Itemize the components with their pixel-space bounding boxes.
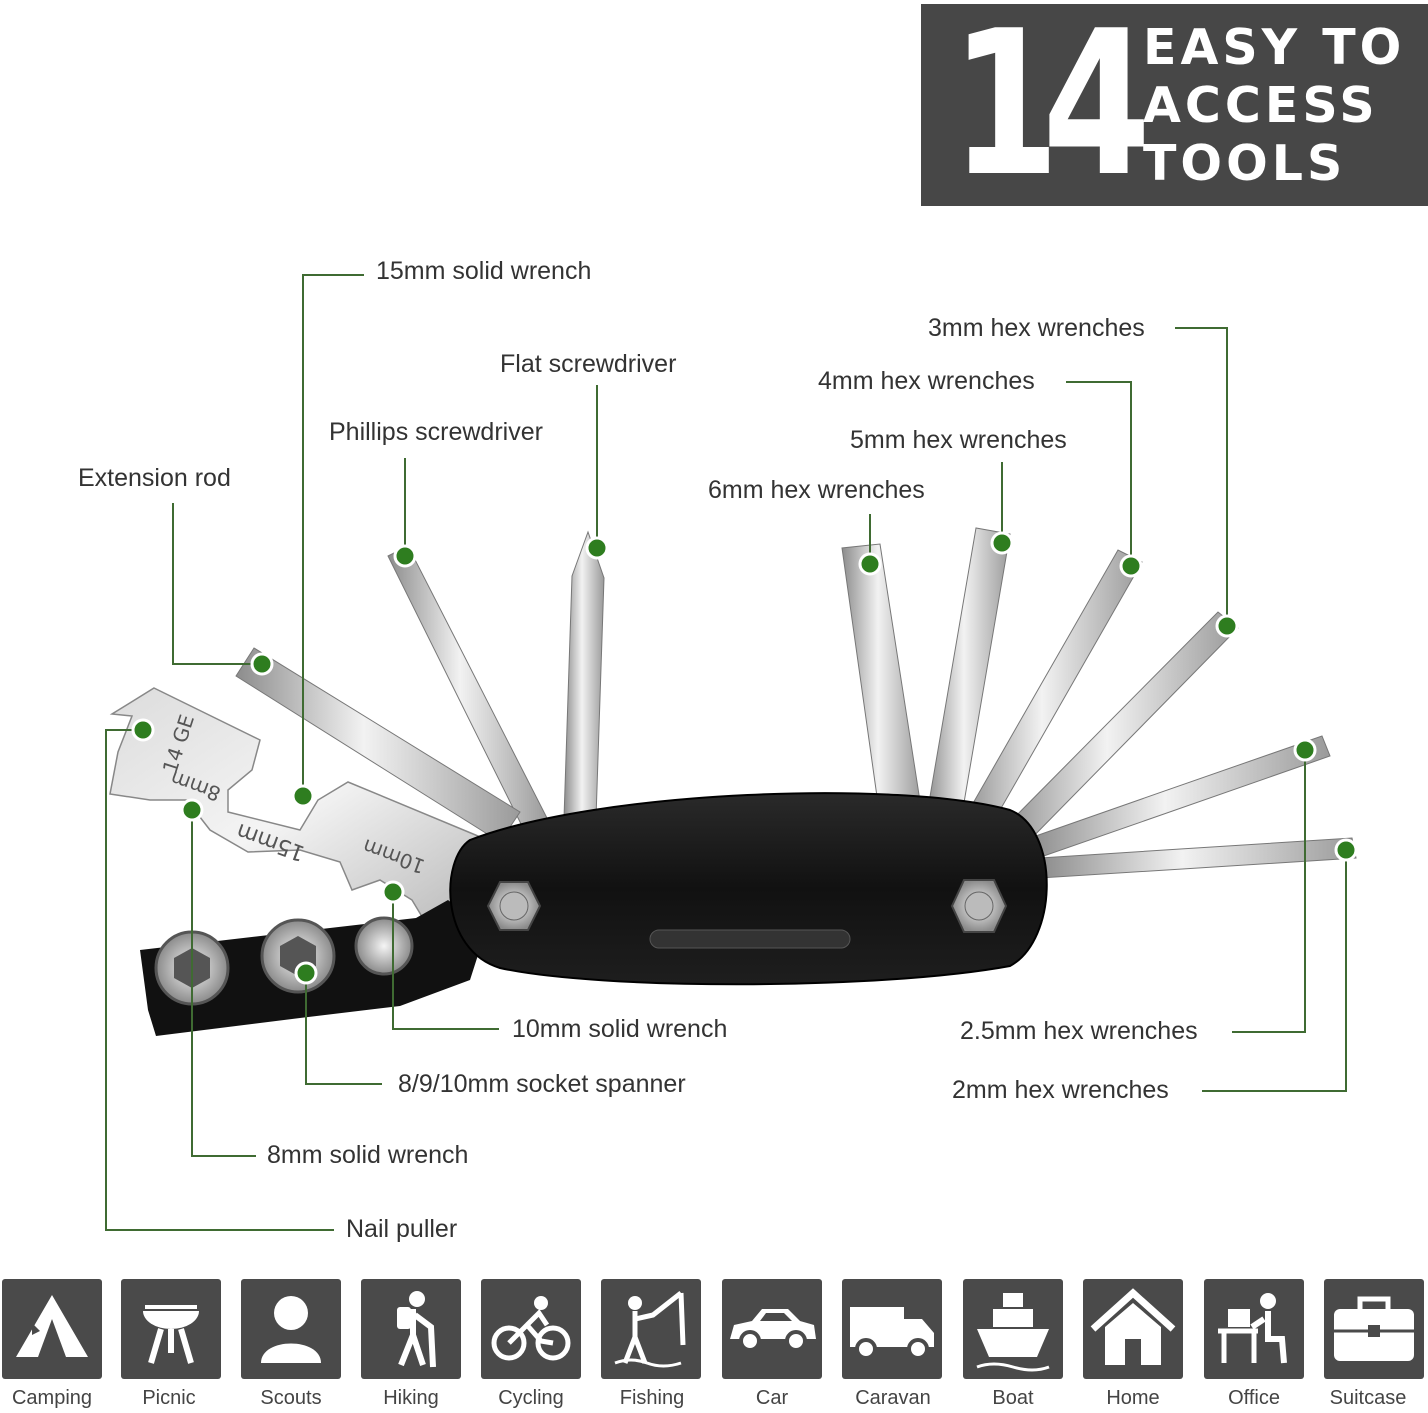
use-tile-camping: [2, 1279, 102, 1379]
fisherman-icon: [614, 1291, 686, 1368]
bolt-right: [950, 879, 1008, 933]
tool-body: [449, 792, 1048, 986]
label-2mm-hex: 2mm hex wrenches: [952, 1076, 1169, 1104]
use-label-fishing: Fishing: [619, 1387, 685, 1409]
use-label-camping: Camping: [11, 1387, 93, 1409]
use-tile-cycling: [481, 1279, 581, 1379]
dot-8mm: [180, 798, 204, 822]
tent-icon: [16, 1295, 88, 1357]
dot-extension: [250, 652, 274, 676]
tool-count: 14: [951, 0, 1151, 221]
dot-socket: [294, 961, 318, 985]
car-icon: [730, 1309, 816, 1352]
hex-key-6mm: [841, 543, 923, 819]
use-label-hiking: Hiking: [383, 1387, 439, 1409]
label-flat-screwdriver: Flat screwdriver: [500, 350, 677, 378]
label-2-5mm-hex: 2.5mm hex wrenches: [960, 1017, 1198, 1045]
extension-rod: [235, 647, 521, 843]
label-6mm-hex: 6mm hex wrenches: [708, 476, 925, 504]
dot-hex2: [1334, 838, 1358, 862]
leader-extension: [172, 503, 262, 665]
use-label-scouts: Scouts: [260, 1387, 322, 1409]
label-phillips-screwdriver: Phillips screwdriver: [329, 418, 543, 446]
use-tile-home: [1083, 1279, 1183, 1379]
label-4mm-hex: 4mm hex wrenches: [818, 367, 1035, 395]
office-worker-icon: [1218, 1293, 1287, 1364]
leader-10mm: [392, 892, 499, 1030]
dot-hex4: [1119, 554, 1143, 578]
use-label-picnic: Picnic: [142, 1387, 196, 1409]
leader-hex25: [1232, 750, 1306, 1033]
leader-socket: [305, 973, 382, 1085]
leader-hex3: [1175, 327, 1228, 626]
leader-15mm: [302, 274, 364, 796]
hiker-icon: [397, 1291, 436, 1368]
use-tile-fishing: [601, 1279, 701, 1379]
use-tile-caravan: [842, 1279, 942, 1379]
use-label-boat: Boat: [992, 1387, 1034, 1409]
grill-icon: [143, 1305, 199, 1364]
person-icon: [261, 1296, 321, 1363]
boat-icon: [976, 1293, 1050, 1372]
headline-line-1: EASY TO: [1143, 19, 1406, 76]
label-socket-spanner: 8/9/10mm socket spanner: [398, 1070, 686, 1098]
use-label-home: Home: [1106, 1387, 1160, 1409]
cyclist-icon: [491, 1296, 571, 1361]
dot-flat: [585, 536, 609, 560]
label-15mm-solid-wrench: 15mm solid wrench: [376, 257, 592, 285]
house-icon: [1090, 1288, 1176, 1365]
body-slot: [649, 929, 851, 949]
headline-banner: 14 EASY TO ACCESS TOOLS: [921, 4, 1428, 206]
dot-hex25: [1293, 738, 1317, 762]
label-5mm-hex: 5mm hex wrenches: [850, 426, 1067, 454]
bolt-left: [486, 881, 542, 931]
use-tile-suitcase: [1324, 1279, 1424, 1379]
van-icon: [850, 1307, 934, 1360]
use-tile-picnic: [121, 1279, 221, 1379]
use-tile-boat: [963, 1279, 1063, 1379]
leader-lines: [105, 274, 1347, 1231]
hex-key-2mm: [1039, 837, 1357, 879]
multitool-illustration: 14 GE 8mm 15mm 10mm: [105, 274, 1358, 1231]
label-8mm-solid-wrench: 8mm solid wrench: [267, 1141, 469, 1169]
label-10mm-solid-wrench: 10mm solid wrench: [512, 1015, 728, 1043]
dot-10mm: [381, 880, 405, 904]
dot-phillips: [393, 544, 417, 568]
label-extension-rod: Extension rod: [78, 464, 231, 492]
dot-hex3: [1215, 614, 1239, 638]
use-tile-scouts: [241, 1279, 341, 1379]
use-label-caravan: Caravan: [855, 1387, 931, 1409]
leader-nail: [105, 729, 334, 1231]
use-label-office: Office: [1228, 1387, 1280, 1409]
use-label-suitcase: Suitcase: [1329, 1387, 1407, 1409]
suitcase-icon: [1334, 1296, 1414, 1361]
label-nail-puller: Nail puller: [346, 1215, 458, 1243]
headline-line-2: ACCESS: [1143, 77, 1379, 134]
use-tile-car: [722, 1279, 822, 1379]
dot-hex6: [858, 552, 882, 576]
leader-hex4: [1066, 381, 1132, 566]
flat-screwdriver: [563, 530, 605, 819]
use-tile-office: [1204, 1279, 1304, 1379]
use-label-cycling: Cycling: [498, 1387, 564, 1409]
callout-dots: [131, 531, 1358, 985]
hex-key-2-5mm: [1029, 735, 1331, 859]
headline-line-3: TOOLS: [1143, 135, 1347, 192]
wrench-plate: [109, 687, 479, 932]
use-tile-hiking: [361, 1279, 461, 1379]
socket-10mm: [354, 916, 414, 976]
use-label-car: Car: [755, 1387, 789, 1409]
leader-8mm: [191, 810, 256, 1157]
dot-hex5: [990, 531, 1014, 555]
dot-15mm: [291, 784, 315, 808]
dot-nail: [131, 718, 155, 742]
leader-hex2: [1202, 850, 1347, 1092]
label-3mm-hex: 3mm hex wrenches: [928, 314, 1145, 342]
